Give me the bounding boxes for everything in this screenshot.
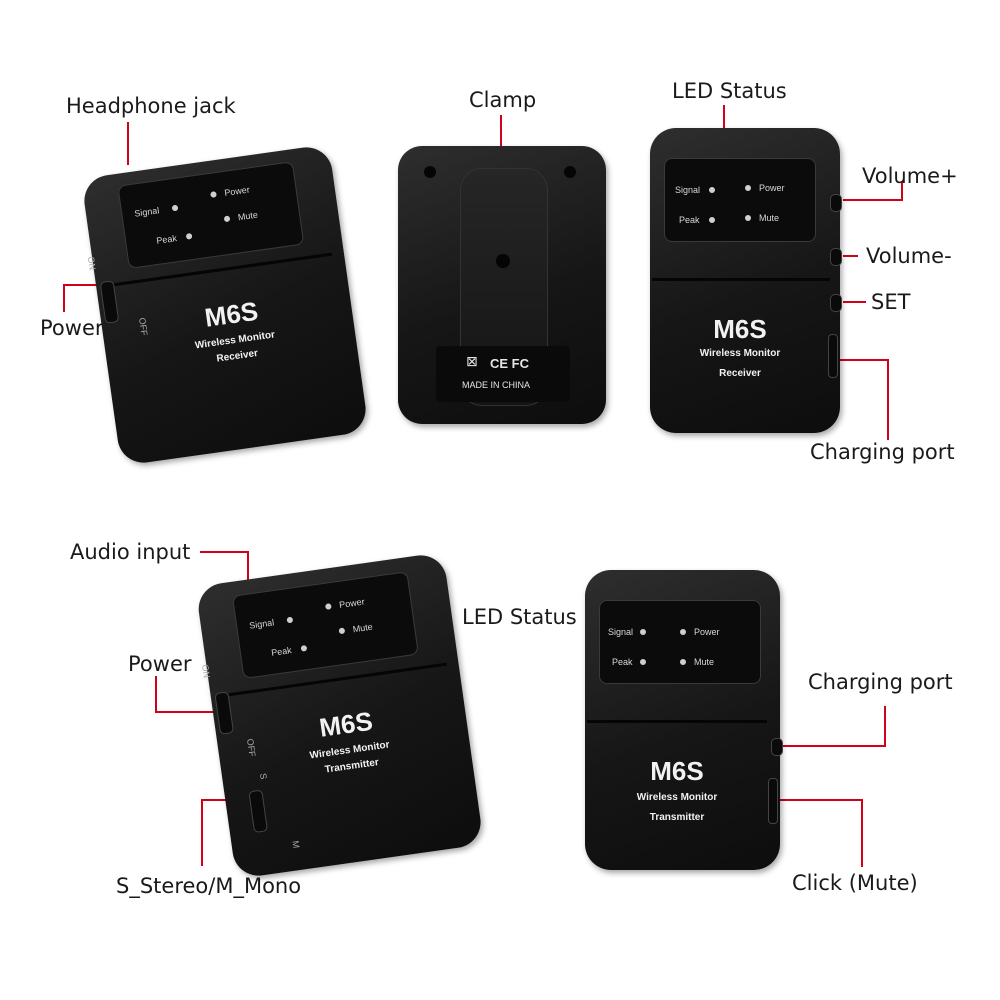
power-led-label: Power: [694, 627, 720, 637]
signal-led-icon: [286, 616, 294, 624]
mute-led-label: Mute: [694, 657, 715, 667]
volume-minus-label: Volume-: [866, 244, 952, 268]
receiver-angled-device: Signal Power Peak Mute M6S Wireless Moni…: [60, 131, 390, 478]
clamp-label: Clamp: [469, 88, 537, 112]
headphone-jack-label: Headphone jack: [66, 94, 236, 118]
screw-right-icon: [564, 166, 576, 178]
power-led-icon: [680, 629, 686, 635]
mute-click-button[interactable]: [771, 738, 783, 756]
label-sticker: CE FC ⊠ MADE IN CHINA: [436, 346, 570, 402]
switch-m-label: M: [290, 839, 302, 849]
model-subtitle: Wireless Monitor: [636, 792, 718, 803]
mute-led-icon: [338, 627, 346, 635]
power-led-label: Power: [223, 184, 251, 198]
transmitter-angled-device: Signal Power Peak Mute M6S Wireless Moni…: [174, 539, 506, 896]
mute-led-icon: [223, 215, 231, 223]
peak-led-icon: [300, 644, 308, 652]
peak-label: Peak: [612, 657, 633, 667]
clamp-back-device: CE FC ⊠ MADE IN CHINA: [398, 146, 608, 426]
mute-led-label: Mute: [352, 621, 374, 635]
signal-led-icon: [709, 187, 715, 193]
set-button[interactable]: [830, 294, 842, 312]
mute-led-label: Mute: [237, 209, 259, 223]
power-led-label: Power: [338, 596, 366, 610]
receiver-front-device: Signal Power Peak Mute M6S Wireless Moni…: [650, 128, 845, 438]
mute-led-icon: [745, 215, 751, 221]
peak-led-icon: [709, 217, 715, 223]
led-status-label-bottom: LED Status: [462, 605, 577, 629]
led-panel-right: Signal Power Peak Mute: [599, 600, 761, 684]
signal-label: Signal: [133, 205, 160, 219]
switch-on-label: ON: [85, 255, 98, 271]
screw-left-icon: [424, 166, 436, 178]
mute-led-icon: [680, 659, 686, 665]
clamp-hole: [496, 254, 510, 268]
model-type: Transmitter: [649, 812, 705, 823]
power-label-bottom: Power: [128, 652, 192, 676]
cert-marks: CE FC: [490, 356, 529, 371]
signal-label: Signal: [608, 627, 634, 637]
charging-port[interactable]: [828, 334, 838, 378]
model-type: Receiver: [719, 368, 761, 379]
charging-port-label-bottom: Charging port: [808, 670, 953, 694]
peak-led-icon: [640, 659, 646, 665]
power-led-icon: [324, 603, 332, 610]
signal-led-icon: [640, 629, 646, 635]
volume-minus-button[interactable]: [830, 248, 842, 266]
power-led-icon: [210, 191, 217, 198]
charging-port[interactable]: [768, 778, 778, 824]
volume-plus-button[interactable]: [830, 194, 842, 212]
charging-port-label-top: Charging port: [810, 440, 955, 464]
mute-led-label: Mute: [759, 213, 780, 223]
peak-label: Peak: [155, 233, 178, 246]
transmitter-front-device: Signal Power Peak Mute M6S Wireless Moni…: [585, 570, 785, 875]
power-led-label: Power: [759, 183, 785, 193]
audio-input-label: Audio input: [70, 540, 191, 564]
recycle-bin-icon: ⊠: [466, 354, 478, 370]
stereo-mono-label: S_Stereo/M_Mono: [116, 874, 302, 898]
model-name: M6S: [650, 756, 704, 786]
set-label: SET: [871, 290, 911, 314]
signal-led-icon: [171, 204, 179, 212]
signal-label: Signal: [675, 185, 701, 195]
volume-plus-label: Volume+: [862, 164, 958, 188]
model-subtitle: Wireless Monitor: [699, 348, 781, 359]
power-led-icon: [745, 185, 751, 191]
led-panel-right: Signal Power Peak Mute: [664, 158, 816, 242]
signal-label: Signal: [248, 617, 275, 631]
peak-label: Peak: [270, 645, 293, 658]
peak-led-icon: [185, 232, 193, 240]
peak-label: Peak: [679, 215, 700, 225]
model-name: M6S: [713, 314, 767, 344]
made-in-label: MADE IN CHINA: [462, 380, 531, 390]
led-status-label-top: LED Status: [672, 79, 787, 103]
click-mute-label: Click (Mute): [792, 871, 918, 895]
power-label-top: Power: [40, 316, 104, 340]
switch-on-label: ON: [200, 663, 212, 679]
